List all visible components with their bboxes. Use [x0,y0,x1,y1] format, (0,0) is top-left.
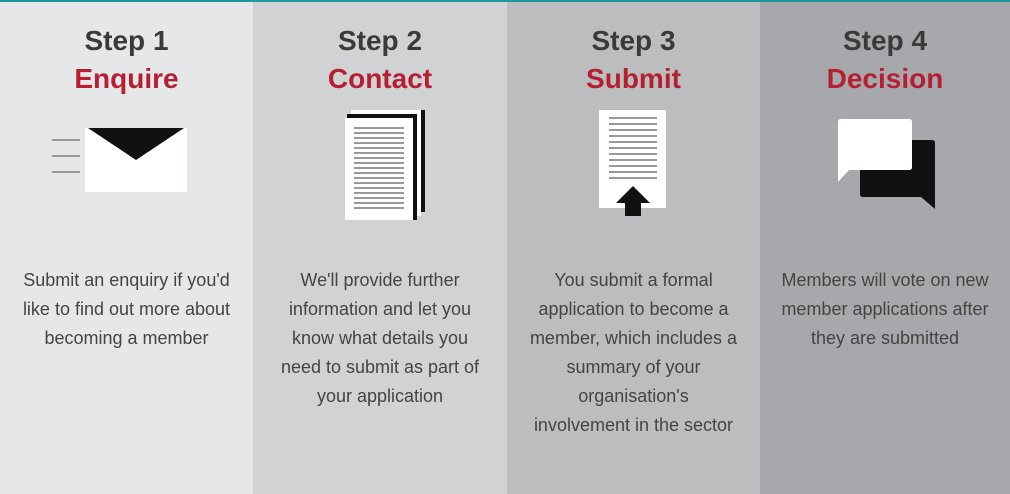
step-4-description: Members will vote on new member applicat… [781,270,989,348]
top-accent-line [0,0,1010,2]
step-2-description: We'll provide further information and le… [280,270,480,406]
step-3-description: You submit a formal application to becom… [529,270,738,435]
document-upload-icon [507,110,760,250]
step-2-number: Step 2 [337,25,423,56]
step-2-panel: Step 2 Contact [253,2,507,494]
step-1-description: Submit an enquiry if you'd like to find … [22,270,231,348]
step-3-title: Submit [586,63,681,94]
step-3-panel: Step 3 Submit [507,2,760,494]
step-3-number: Step 3 [591,25,676,56]
step-1-panel: Step 1 Enquire Submit an enquiry if you'… [0,2,253,494]
step-1-number: Step 1 [84,25,169,56]
step-2-title: Contact [327,63,433,94]
step-1-title: Enquire [74,63,179,94]
envelope-icon [0,110,253,250]
step-4-number: Step 4 [842,25,928,56]
chat-bubbles-icon [759,110,1010,250]
step-4-title: Decision [826,63,944,94]
documents-icon [254,110,507,250]
step-4-panel: Step 4 Decision Members will vote on new… [760,2,1010,494]
